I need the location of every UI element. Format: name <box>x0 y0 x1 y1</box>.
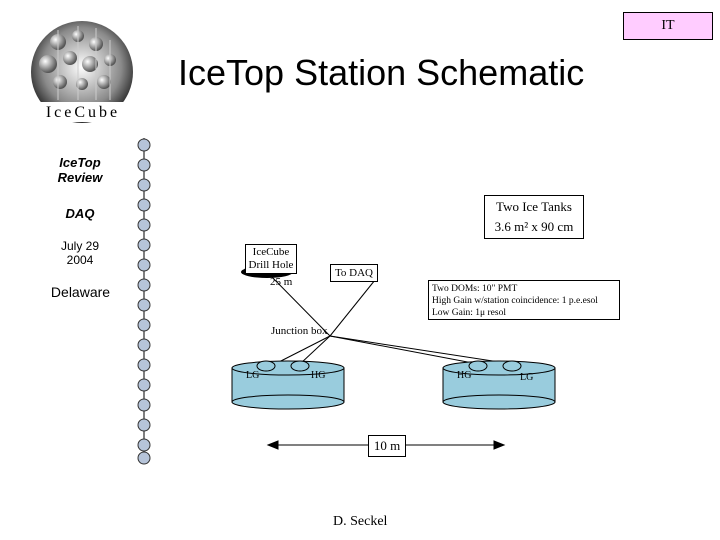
to-daq-label: To DAQ <box>330 264 378 282</box>
sidebar-review: IceTop Review <box>57 155 103 185</box>
dom-string <box>137 138 151 465</box>
tank-right-hg: HG <box>457 370 472 381</box>
sidebar-location: Delaware <box>50 284 111 300</box>
tanks-size: 3.6 m² x 90 cm <box>494 219 574 234</box>
dom-circles <box>137 138 151 465</box>
tank-right-lg: LG <box>520 372 534 383</box>
spacing-label: 10 m <box>368 435 406 457</box>
dom-spec-line-1: Two DOMs: 10" PMT <box>432 284 518 294</box>
cables <box>266 271 513 365</box>
tank-left-hg: HG <box>311 370 326 381</box>
tank-left <box>231 360 345 410</box>
sidebar-date: July 29 2004 <box>60 239 100 267</box>
tank-right <box>442 360 556 410</box>
page-title: IceTop Station Schematic <box>178 52 585 93</box>
logo-graphic <box>30 21 135 123</box>
distance-25m: 25 m <box>270 276 293 288</box>
drill-hole-label: IceCube Drill Hole <box>245 244 297 274</box>
junction-box-label: Junction box <box>271 325 328 337</box>
author-label: D. Seckel <box>333 514 388 529</box>
dom-spec-line-2: High Gain w/station coincidence: 1 p.e.e… <box>432 296 598 306</box>
logo-text: IceCube <box>45 104 121 121</box>
sidebar-daq: DAQ <box>65 206 95 221</box>
tanks-title: Two Ice Tanks <box>496 199 572 214</box>
it-badge: IT <box>623 12 713 40</box>
tank-left-lg: LG <box>246 370 260 381</box>
icecube-logo: IceCube <box>30 20 135 125</box>
dom-spec-box: Two DOMs: 10" PMT High Gain w/station co… <box>428 280 620 320</box>
dom-spec-line-3: Low Gain: 1μ resol <box>432 308 506 318</box>
tanks-info-box: Two Ice Tanks 3.6 m² x 90 cm <box>484 195 584 239</box>
